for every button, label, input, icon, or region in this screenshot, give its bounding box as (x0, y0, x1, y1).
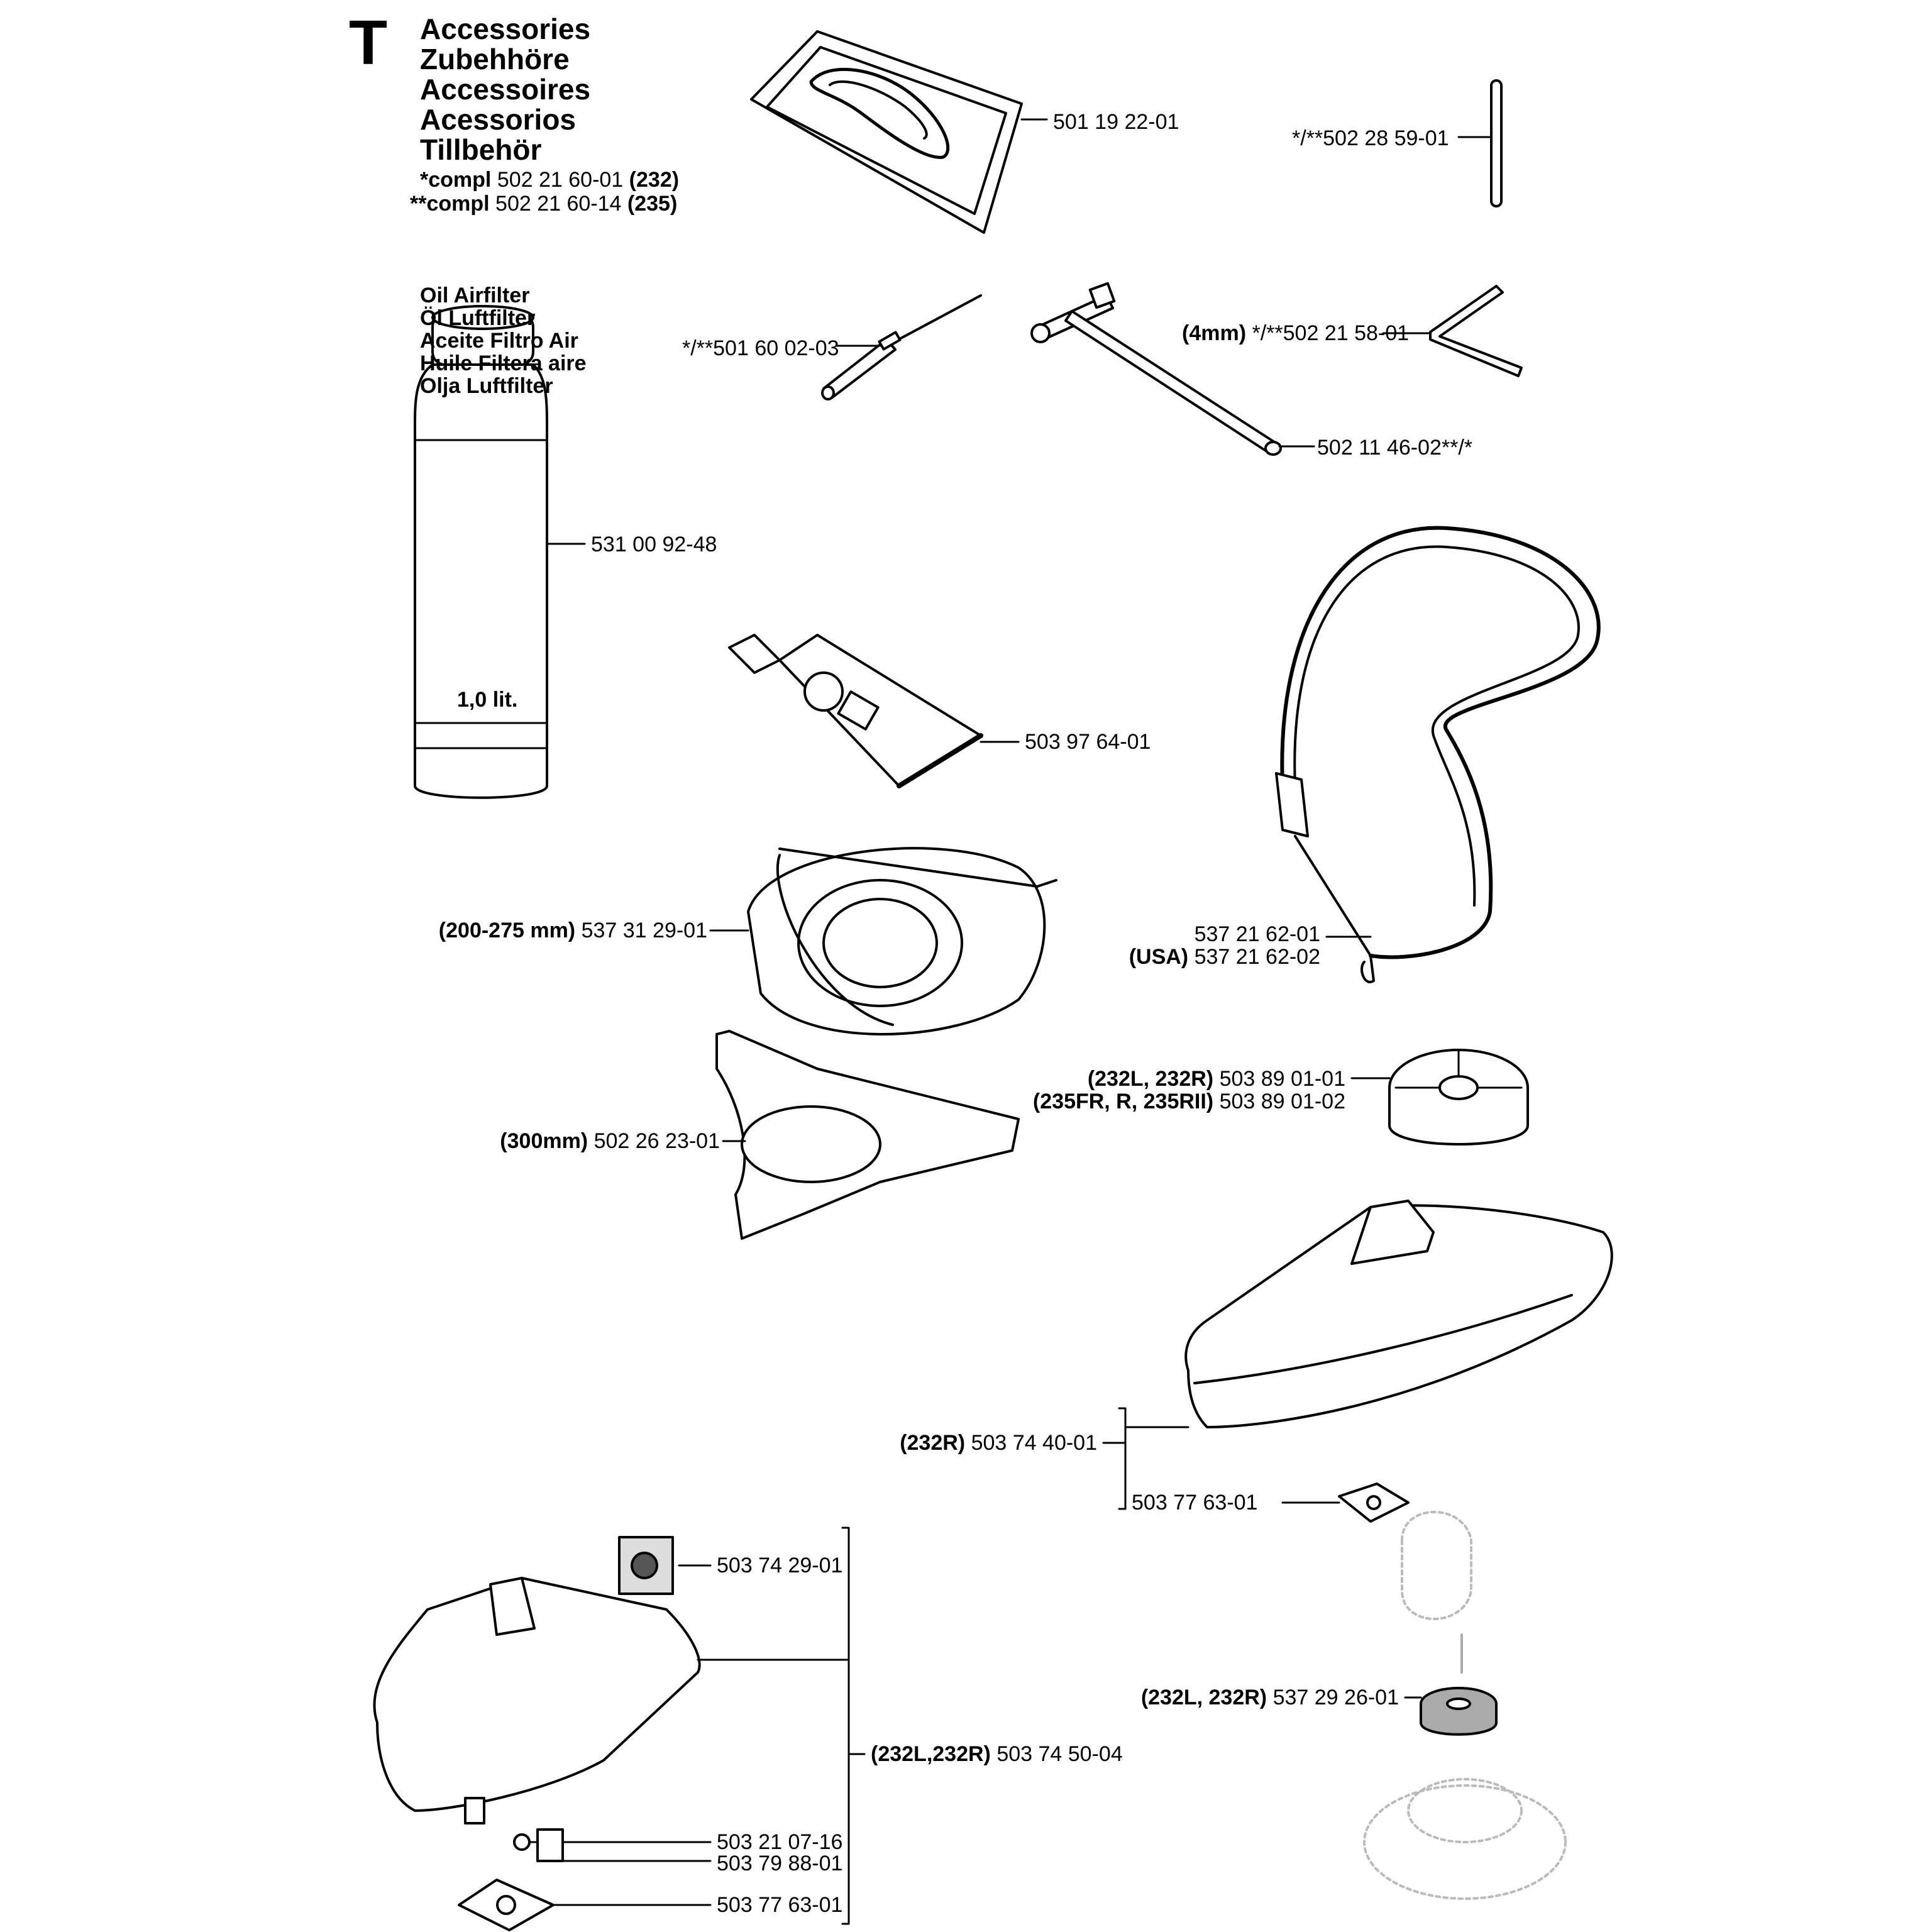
part-number: 502 11 46-02 (1317, 436, 1442, 460)
compl-prefix: **compl (410, 192, 490, 216)
part-number: 537 29 26-01 (1272, 1686, 1399, 1709)
harness-drawing (1275, 526, 1601, 983)
title-en: Accessories (420, 13, 591, 45)
hex-key-drawing (1382, 285, 1523, 377)
label-blade-guard: (232R) 503 74 40-01 (754, 1432, 1097, 1454)
part-number: 503 77 63-01 (1132, 1491, 1258, 1515)
part-prefix: (232L, 232R) (1140, 1686, 1267, 1709)
plate-2-drawing (458, 1879, 712, 1931)
compl-number: 502 21 60-01 (497, 168, 624, 192)
compl-235: **compl 502 21 60-14 (235) (410, 192, 677, 215)
part-number: 537 31 29-01 (581, 919, 707, 942)
oil-title-fr: Huile Filtera aire (420, 351, 587, 375)
label-support-cup-235: (235FR, R, 235RII) 503 89 01-02 (943, 1090, 1345, 1113)
part-prefix: (235FR, R, 235RII) (1032, 1090, 1214, 1113)
part-number: 531 00 92-48 (591, 533, 717, 556)
compl-model: (235) (627, 192, 678, 216)
compl-number: 502 21 60-14 (495, 192, 622, 216)
part-number: 537 21 62-01 (1194, 922, 1320, 946)
section-letter: T (349, 8, 388, 78)
part-prefix: */** (682, 336, 714, 360)
blade-guard-drawing (1102, 1200, 1613, 1510)
oil-bottle-drawing (414, 305, 586, 799)
label-plate-2: 503 77 63-01 (717, 1894, 842, 1916)
part-prefix: (4mm) (1182, 321, 1247, 345)
label-guard-300: (300mm) 502 26 23-01 (377, 1130, 720, 1152)
label-harness-usa: (USA) 537 21 62-02 (1069, 946, 1320, 968)
part-prefix: (232L,232R) (871, 1742, 991, 1766)
trimmer-guard-drawing (373, 1526, 866, 1925)
part-number: 537 21 62-02 (1194, 945, 1320, 969)
part-number: 503 74 29-01 (717, 1554, 843, 1577)
part-number: 503 77 63-01 (717, 1893, 843, 1917)
part-prefix: */** (1292, 126, 1323, 150)
part-prefix2: */** (1252, 321, 1283, 345)
oil-title-es: Aceite Filtro Air (420, 329, 578, 353)
label-grease-tube: 503 97 64-01 (1025, 731, 1151, 753)
label-hex-key: (4mm) */**502 21 58-01 (1182, 322, 1409, 345)
label-plate-1: 503 77 63-01 (1132, 1491, 1257, 1514)
grease-tube-drawing (728, 634, 1020, 788)
part-prefix: (232R) (900, 1431, 966, 1455)
decal-drawing (618, 1536, 712, 1595)
part-prefix: (300mm) (500, 1129, 588, 1153)
part-number: 503 21 07-16 (717, 1830, 843, 1854)
label-carry-bag: 501 19 22-01 (1053, 111, 1179, 133)
part-number: 502 26 23-01 (593, 1129, 720, 1153)
washer-drawing (1363, 1511, 1567, 1900)
clamp-drawing (536, 1828, 712, 1862)
compl-prefix: *compl (420, 168, 492, 192)
part-suffix: **/* (1441, 436, 1473, 460)
oil-title-de: Öl Luftfilter (420, 306, 536, 330)
label-socket-wrench: 502 11 46-02**/* (1317, 436, 1472, 459)
pin-drawing (1457, 79, 1503, 207)
compl-model: (232) (629, 168, 680, 192)
part-number: 501 19 22-01 (1053, 110, 1179, 134)
socket-wrench-drawing (1030, 282, 1315, 456)
compl-232: *compl 502 21 60-01 (232) (420, 168, 679, 191)
label-support-cup-232: (232L, 232R) 503 89 01-01 (943, 1068, 1345, 1090)
label-clamp: 503 79 88-01 (717, 1852, 842, 1875)
part-prefix: (USA) (1129, 945, 1189, 969)
label-pin: */**502 28 59-01 (1292, 127, 1449, 150)
title-fr: Accessoires (420, 73, 591, 106)
title-es: Acessorios (420, 103, 577, 136)
support-cup-drawing (1350, 1049, 1529, 1145)
part-prefix: (232L, 232R) (1087, 1067, 1214, 1091)
guard-300-drawing (715, 1030, 1020, 1240)
label-screw: 503 21 07-16 (717, 1831, 842, 1853)
title-de: Zubehhöre (420, 43, 570, 75)
oil-title-sv: Olja Luftfilter (420, 374, 553, 398)
plate-1-drawing (1281, 1482, 1410, 1523)
label-washer: (232L, 232R) 537 29 26-01 (1006, 1686, 1399, 1709)
label-decal: 503 74 29-01 (717, 1554, 842, 1577)
part-number: 503 79 88-01 (717, 1852, 843, 1875)
part-number: 503 74 40-01 (971, 1431, 1097, 1455)
guard-200-drawing (709, 847, 1057, 1035)
part-number: 502 28 59-01 (1323, 126, 1449, 150)
part-prefix: (200-275 mm) (438, 919, 576, 942)
carry-bag-drawing (750, 30, 1048, 234)
part-number: 503 89 01-01 (1219, 1067, 1345, 1091)
oil-title-en: Oil Airfilter (420, 284, 530, 307)
screwdriver-drawing (821, 294, 982, 400)
label-guard-200: (200-275 mm) 537 31 29-01 (327, 919, 707, 942)
part-number: 501 60 02-03 (713, 336, 839, 360)
label-screwdriver: */**501 60 02-03 (682, 337, 839, 360)
part-number: 503 74 50-04 (996, 1742, 1123, 1766)
part-number: 503 89 01-02 (1219, 1090, 1345, 1113)
title-sv: Tillbehör (420, 133, 542, 166)
label-trimmer-guard: (232L,232R) 503 74 50-04 (871, 1743, 1123, 1765)
label-harness: 537 21 62-01 (1069, 923, 1320, 946)
part-number: 503 97 64-01 (1025, 730, 1151, 754)
label-oil-bottle: 531 00 92-48 (591, 533, 717, 556)
part-number: 502 21 58-01 (1283, 321, 1410, 345)
oil-volume: 1,0 lit. (457, 688, 518, 712)
